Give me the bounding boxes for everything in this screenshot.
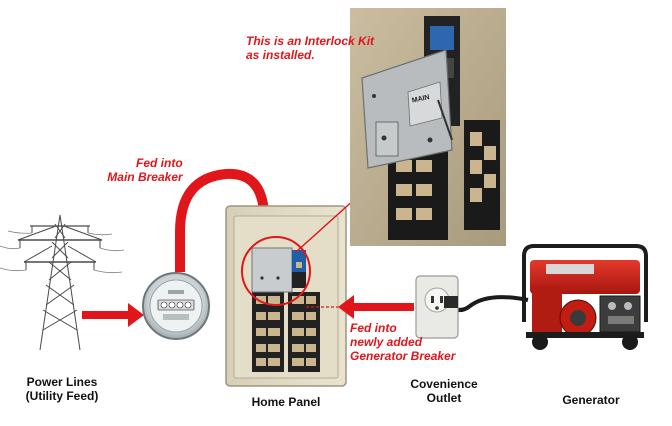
interlock-highlight-circle (241, 236, 311, 306)
generator-icon (522, 244, 648, 350)
generator-cable (448, 295, 529, 312)
outlet-icon (415, 275, 459, 339)
interlock-photo (350, 8, 506, 246)
home-panel (225, 205, 347, 387)
electric-meter-icon (142, 272, 210, 340)
interlock-note: This is an Interlock Kit as installed. (246, 34, 375, 62)
generator-breaker-feed-arrow (306, 295, 414, 319)
generator-label: Generator (562, 393, 620, 407)
main-breaker-label: MAIN (411, 94, 430, 105)
home-panel-label: Home Panel (251, 395, 321, 409)
main-breaker-note: Fed into Main Breaker (107, 156, 183, 184)
generator-breaker-note: Fed into newly added Generator Breaker (350, 321, 456, 363)
utility-feed-arrow (82, 303, 144, 327)
power-tower-icon (0, 214, 125, 351)
power-lines-label: Power Lines (Utility Feed) (25, 375, 99, 403)
outlet-label: Covenience Outlet (410, 377, 478, 405)
